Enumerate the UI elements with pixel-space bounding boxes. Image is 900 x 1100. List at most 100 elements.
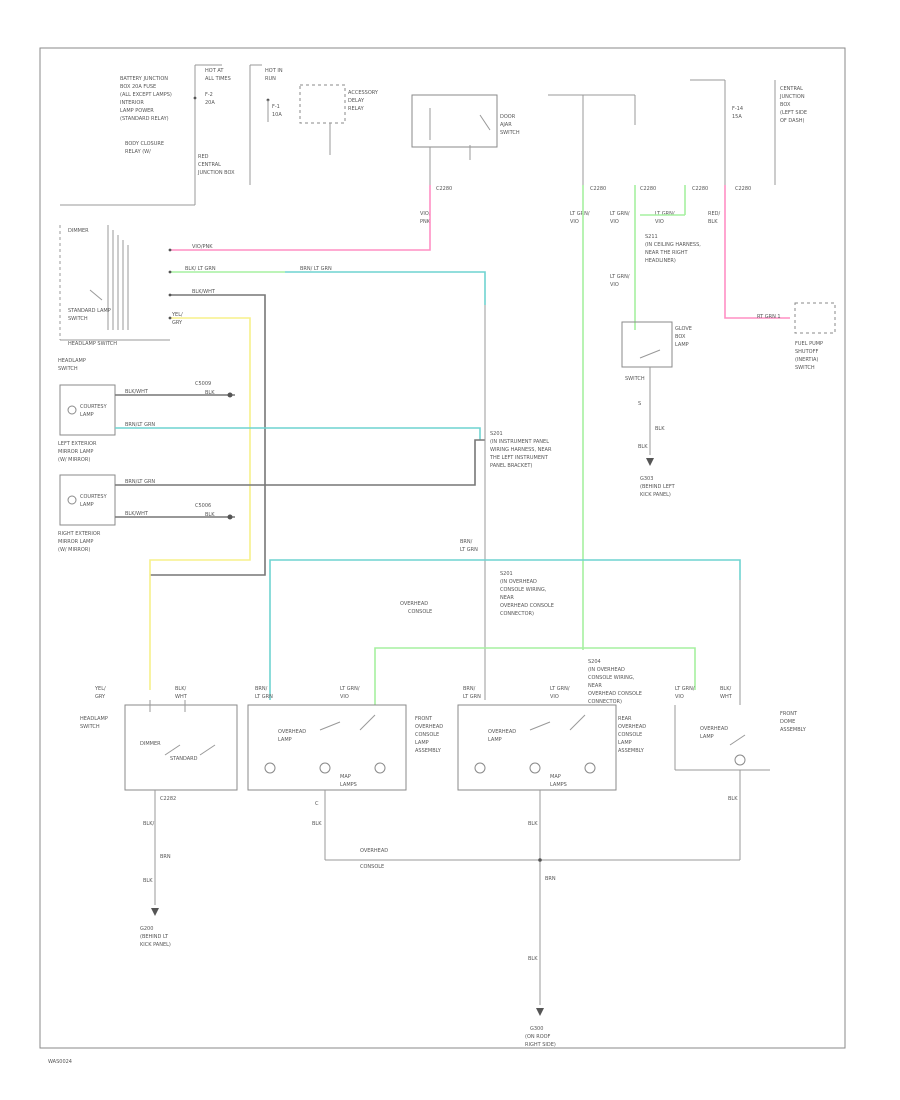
rear-map-lamp: BRN/ LT GRN LT GRN/ VIO OVERHEAD LAMP MA…	[457, 686, 646, 791]
svg-text:CONSOLE: CONSOLE	[618, 732, 642, 738]
svg-text:VIO: VIO	[610, 282, 619, 288]
svg-text:LAMPS: LAMPS	[340, 782, 357, 788]
svg-text:LAMPS: LAMPS	[550, 782, 567, 788]
svg-text:OVERHEAD: OVERHEAD	[415, 724, 443, 730]
glove-box-lamp: GLOVE BOX LAMP SWITCH S BLK BLK G303 (BE…	[621, 321, 692, 498]
svg-text:BLK/: BLK/	[143, 821, 154, 827]
svg-text:(LEFT SIDE: (LEFT SIDE	[780, 110, 807, 116]
svg-text:FUEL PUMP: FUEL PUMP	[795, 341, 823, 347]
svg-text:C5009: C5009	[195, 381, 211, 387]
svg-text:STANDARD LAMP: STANDARD LAMP	[68, 308, 111, 314]
svg-text:CONSOLE: CONSOLE	[360, 864, 384, 870]
svg-text:15A: 15A	[732, 114, 742, 120]
svg-text:OF DASH): OF DASH)	[780, 118, 805, 124]
svg-text:GRY: GRY	[172, 320, 183, 326]
svg-text:C2280: C2280	[436, 186, 452, 192]
svg-text:RELAY (W/: RELAY (W/	[125, 149, 151, 155]
svg-text:SWITCH: SWITCH	[58, 366, 78, 372]
svg-text:DELAY: DELAY	[348, 98, 365, 104]
svg-text:REAR: REAR	[618, 716, 632, 722]
svg-text:BLK: BLK	[528, 821, 538, 827]
svg-text:BLK: BLK	[205, 390, 215, 396]
svg-text:(BEHIND LEFT: (BEHIND LEFT	[640, 484, 676, 490]
overhead-console-labels: OVERHEAD CONSOLE S201 (IN OVERHEAD CONSO…	[400, 571, 642, 705]
svg-text:PNK: PNK	[420, 219, 431, 225]
svg-text:RIGHT EXTERIOR: RIGHT EXTERIOR	[58, 531, 101, 537]
door-ajar-switch-box: DOOR AJAR SWITCH	[411, 94, 520, 185]
svg-text:(W/ MIRROR): (W/ MIRROR)	[58, 457, 90, 463]
svg-text:WHT: WHT	[175, 694, 188, 700]
svg-text:C2280: C2280	[640, 186, 656, 192]
right-exterior-mirror-lamp: COURTESY LAMP RIGHT EXTERIOR MIRROR LAMP…	[58, 439, 485, 553]
svg-text:LT GRN/: LT GRN/	[570, 211, 590, 217]
svg-text:SWITCH: SWITCH	[625, 376, 645, 382]
svg-text:RED: RED	[198, 154, 209, 160]
svg-text:SWITCH: SWITCH	[795, 365, 815, 371]
cargo-lamp: LT GRN/ VIO BLK/ WHT OVERHEAD LAMP FRONT…	[674, 580, 807, 860]
battery-junction-box-area: BATTERY JUNCTION BOX 20A FUSE (ALL EXCEP…	[60, 64, 283, 206]
svg-text:BLK: BLK	[143, 878, 153, 884]
svg-text:(IN INSTRUMENT PANEL: (IN INSTRUMENT PANEL	[490, 439, 549, 445]
svg-text:C2280: C2280	[590, 186, 606, 192]
svg-text:BLK/: BLK/	[720, 686, 731, 692]
svg-text:LAMP: LAMP	[488, 737, 502, 743]
svg-text:BRN/LT GRN: BRN/LT GRN	[125, 422, 155, 428]
svg-text:BLK: BLK	[728, 796, 738, 802]
svg-text:LT GRN/: LT GRN/	[610, 274, 630, 280]
svg-text:S201: S201	[500, 571, 513, 577]
svg-text:BLK/: BLK/	[175, 686, 186, 692]
svg-text:BRN/: BRN/	[460, 539, 473, 545]
svg-text:HEADLAMP: HEADLAMP	[58, 358, 86, 364]
svg-text:ASSEMBLY: ASSEMBLY	[618, 748, 645, 754]
svg-text:CONSOLE: CONSOLE	[415, 732, 439, 738]
svg-text:BLK/WHT: BLK/WHT	[192, 289, 216, 295]
svg-text:VIO/: VIO/	[420, 211, 431, 217]
svg-text:BLK/ LT GRN: BLK/ LT GRN	[185, 266, 216, 272]
svg-text:LAMP POWER: LAMP POWER	[120, 108, 154, 114]
svg-text:CENTRAL: CENTRAL	[780, 86, 803, 92]
svg-text:VIO: VIO	[340, 694, 349, 700]
svg-text:THE LEFT INSTRUMENT: THE LEFT INSTRUMENT	[489, 455, 549, 461]
svg-text:COURTESY: COURTESY	[80, 494, 108, 500]
svg-text:NEAR: NEAR	[588, 683, 602, 689]
svg-text:LT GRN/: LT GRN/	[610, 211, 630, 217]
svg-text:VIO: VIO	[675, 694, 684, 700]
svg-text:AJAR: AJAR	[500, 122, 512, 128]
svg-text:OVERHEAD: OVERHEAD	[360, 848, 388, 854]
svg-text:LAMP: LAMP	[415, 740, 429, 746]
svg-text:VIO/PNK: VIO/PNK	[192, 244, 213, 250]
svg-text:BRN/ LT GRN: BRN/ LT GRN	[300, 266, 332, 272]
svg-text:(IN OVERHEAD: (IN OVERHEAD	[500, 579, 537, 585]
svg-text:ASSEMBLY: ASSEMBLY	[780, 727, 807, 733]
svg-text:SWITCH: SWITCH	[68, 316, 88, 322]
svg-text:LT GRN/: LT GRN/	[340, 686, 360, 692]
svg-text:BOX 20A FUSE: BOX 20A FUSE	[120, 84, 156, 90]
svg-text:BLK: BLK	[638, 444, 648, 450]
svg-text:NEAR THE RIGHT: NEAR THE RIGHT	[645, 250, 689, 256]
svg-text:VIO: VIO	[570, 219, 579, 225]
svg-text:CENTRAL: CENTRAL	[198, 162, 221, 168]
svg-text:SHUTOFF: SHUTOFF	[795, 349, 818, 355]
svg-text:LAMP: LAMP	[80, 502, 94, 508]
svg-text:F-14: F-14	[732, 106, 743, 112]
svg-text:LEFT EXTERIOR: LEFT EXTERIOR	[58, 441, 97, 447]
svg-text:OVERHEAD: OVERHEAD	[400, 601, 428, 607]
svg-text:WIRING HARNESS, NEAR: WIRING HARNESS, NEAR	[490, 447, 552, 453]
svg-text:OVERHEAD: OVERHEAD	[700, 726, 728, 732]
svg-text:SWITCH: SWITCH	[80, 724, 100, 730]
svg-text:CONSOLE WIRING,: CONSOLE WIRING,	[500, 587, 547, 593]
svg-text:BRN/LT GRN: BRN/LT GRN	[125, 479, 155, 485]
svg-text:(STANDARD RELAY): (STANDARD RELAY)	[120, 116, 169, 122]
svg-text:YEL/: YEL/	[94, 686, 106, 692]
svg-text:BLK: BLK	[708, 219, 718, 225]
svg-text:COURTESY: COURTESY	[80, 404, 108, 410]
svg-text:MAP: MAP	[340, 774, 351, 780]
svg-text:CONNECTOR): CONNECTOR)	[500, 611, 534, 617]
svg-text:GRY: GRY	[95, 694, 106, 700]
svg-text:RED/: RED/	[708, 211, 720, 217]
svg-text:HEADLAMP: HEADLAMP	[80, 716, 108, 722]
svg-text:C2280: C2280	[735, 186, 751, 192]
front-map-lamp: BRN/ LT GRN LT GRN/ VIO OVERHEAD LAMP MA…	[247, 686, 443, 860]
svg-text:LT GRN/: LT GRN/	[655, 211, 675, 217]
